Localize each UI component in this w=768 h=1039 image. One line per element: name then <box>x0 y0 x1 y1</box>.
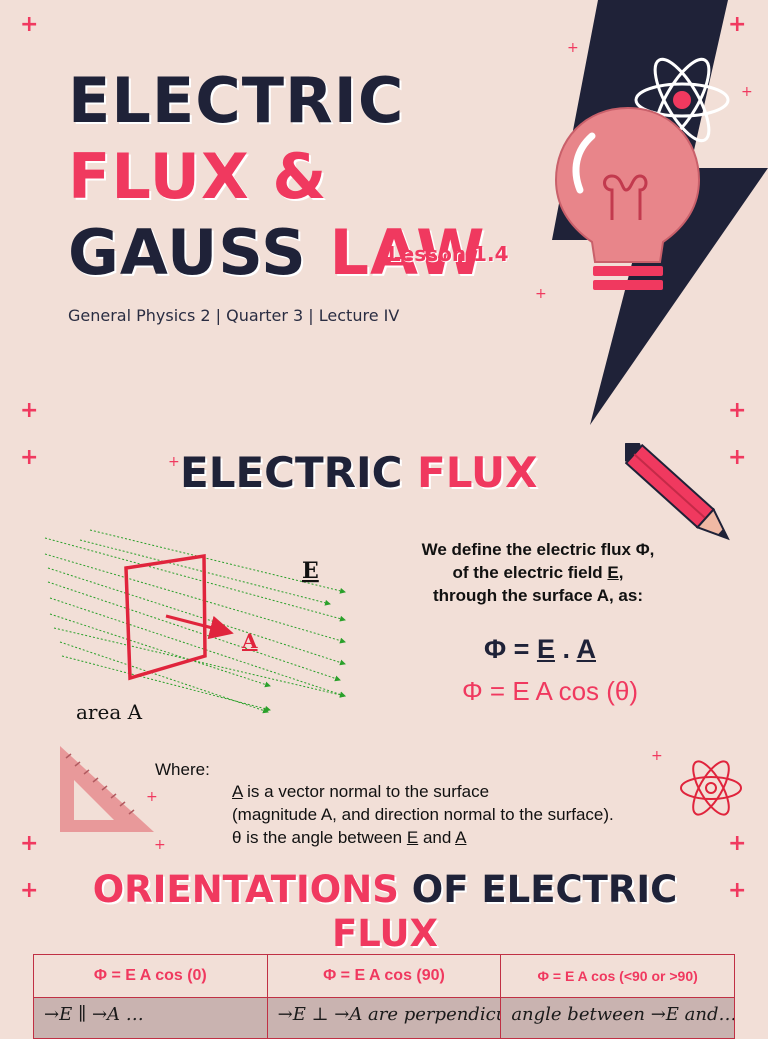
plus-icon: + <box>154 837 166 853</box>
atom-icon <box>680 760 742 816</box>
plus-icon: + <box>20 878 39 903</box>
table-cell: →E ⊥ →A are perpendicu… <box>266 997 502 1039</box>
plus-icon: + <box>168 454 180 470</box>
table-cell: angle between →E and… <box>500 997 735 1039</box>
area-vector-label: A <box>241 629 258 653</box>
pencil-icon <box>625 443 730 541</box>
plus-icon: + <box>20 831 39 856</box>
plus-icon: + <box>20 398 39 423</box>
orientations-heading: ORIENTATIONS OF ELECTRIC FLUX <box>92 868 678 955</box>
plus-icon: + <box>535 286 547 302</box>
plus-icon: + <box>741 84 753 100</box>
flux-definition: We define the electric flux Φ, of the el… <box>421 540 655 605</box>
lightning-bolt-icon <box>552 0 768 425</box>
subtitle: General Physics 2 | Quarter 3 | Lecture … <box>68 306 400 325</box>
electric-flux-heading: ELECTRIC FLUX <box>180 448 538 497</box>
where-label: Where: <box>155 760 210 779</box>
area-label: area A <box>76 700 143 724</box>
plus-icon: + <box>567 40 579 56</box>
table-row: →E ∥ →A … →E ⊥ →A are perpendicu… angle … <box>33 997 735 1039</box>
title-line-2: FLUX & <box>68 140 328 213</box>
title-line-1: ELECTRIC <box>68 64 405 137</box>
flux-diagram: E A area A <box>44 529 346 724</box>
plus-icon: + <box>20 12 39 37</box>
table-header-row: Φ = E A cos (0) Φ = E A cos (90) Φ = E A… <box>33 954 735 998</box>
field-label: E <box>302 558 319 584</box>
orientations-table: Φ = E A cos (0) Φ = E A cos (90) Φ = E A… <box>33 954 735 1039</box>
plus-icon: + <box>728 831 747 856</box>
lesson-number: Lesson 1.4 <box>388 242 509 266</box>
plus-icon: + <box>728 398 747 423</box>
flux-equation-cos: Φ = E A cos (θ) <box>461 676 639 706</box>
column-header: Φ = E A cos (<90 or >90) <box>500 954 735 998</box>
column-header: Φ = E A cos (90) <box>266 954 502 998</box>
plus-icon: + <box>651 748 663 764</box>
plus-icon: + <box>728 878 747 903</box>
table-cell: →E ∥ →A … <box>33 997 268 1039</box>
title-line-3: GAUSS LAW <box>68 222 486 284</box>
title-law: LAW <box>329 216 486 289</box>
column-header: Φ = E A cos (0) <box>33 954 268 998</box>
flux-equation-vector: Φ = E . A <box>484 634 596 664</box>
plus-icon: + <box>20 445 39 470</box>
plus-icon: + <box>728 12 747 37</box>
light-bulb-icon <box>554 106 701 290</box>
plus-icon: + <box>146 789 158 805</box>
title-gauss: GAUSS <box>68 216 307 289</box>
plus-icon: + <box>728 445 747 470</box>
where-definitions: A is a vector normal to the surface (mag… <box>232 782 614 847</box>
set-square-icon <box>60 746 154 832</box>
